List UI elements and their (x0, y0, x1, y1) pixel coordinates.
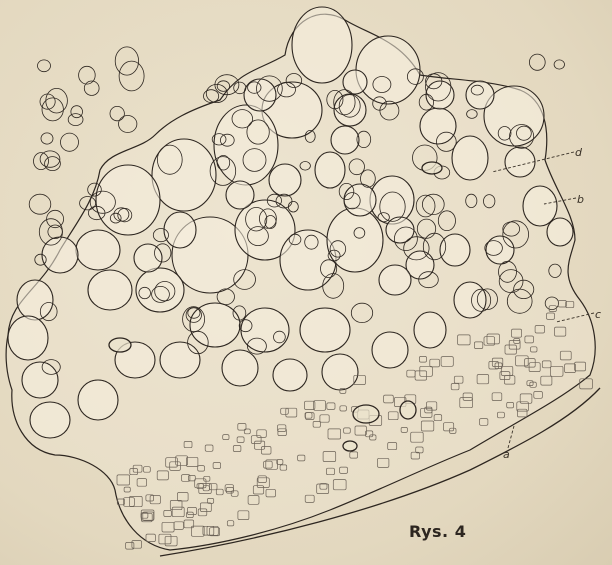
parenchyma-cell (78, 380, 118, 420)
cell-tissue (6, 7, 600, 556)
parenchyma-cell (370, 176, 414, 224)
inclusion-cell (109, 338, 131, 352)
parenchyma-cell (300, 308, 350, 352)
parenchyma-cell (452, 136, 488, 180)
parenchyma-cell (523, 186, 557, 226)
small-cell (61, 133, 79, 151)
figure-caption: Rys. 4 (409, 522, 466, 541)
parenchyma-cell (190, 303, 240, 347)
parenchyma-cell (505, 147, 535, 177)
parenchyma-cell (152, 139, 216, 211)
inclusion-cell (343, 441, 357, 451)
small-cell (119, 116, 137, 133)
parenchyma-cell (160, 342, 200, 378)
parenchyma-cell (88, 270, 132, 310)
parenchyma-cell (164, 212, 196, 248)
parenchyma-cell (42, 237, 78, 273)
small-cell (48, 225, 62, 239)
parenchyma-cell (17, 280, 53, 320)
parenchyma-cell (136, 268, 184, 312)
parenchyma-cell (269, 164, 301, 196)
parenchyma-cell (486, 236, 514, 264)
parenchyma-cell (327, 208, 383, 272)
parenchyma-cell (315, 152, 345, 188)
small-cell (204, 90, 219, 103)
parenchyma-cell (22, 362, 58, 398)
parenchyma-cell (322, 354, 358, 390)
parenchyma-cell (273, 359, 307, 391)
sclerenchyma-cell (132, 541, 142, 549)
parenchyma-cell (76, 230, 120, 270)
parenchyma-cell (440, 234, 470, 266)
label-b: b (577, 193, 584, 206)
small-cell (42, 98, 63, 121)
parenchyma-cell (222, 350, 258, 386)
parenchyma-cell (292, 7, 352, 83)
parenchyma-cell (466, 81, 494, 109)
small-cell (554, 60, 564, 69)
label-d: d (575, 146, 582, 159)
parenchyma-cell (420, 108, 456, 144)
small-cell (84, 81, 99, 95)
inclusion-cell (400, 401, 416, 419)
parenchyma-cell (241, 308, 289, 352)
small-cell (119, 61, 144, 91)
parenchyma-cell (30, 402, 70, 438)
inclusion-cell (422, 162, 442, 174)
parenchyma-cell (454, 282, 486, 318)
label-a: a (503, 448, 510, 461)
small-cell (41, 133, 53, 144)
small-cell (115, 47, 138, 75)
parenchyma-cell (96, 165, 160, 235)
small-cell (40, 151, 60, 167)
parenchyma-cell (414, 312, 446, 348)
parenchyma-cell (547, 218, 573, 246)
small-cell (38, 60, 51, 72)
inclusion-cell (353, 405, 379, 423)
label-c: c (595, 308, 601, 321)
parenchyma-cell (8, 316, 48, 360)
parenchyma-cell (372, 332, 408, 368)
small-cell (71, 106, 83, 118)
parenchyma-cell (379, 265, 411, 295)
small-cell (110, 106, 124, 120)
parenchyma-cell (226, 181, 254, 209)
parenchyma-cell (334, 94, 366, 126)
parenchyma-cell (134, 244, 162, 272)
parenchyma-cell (331, 126, 359, 154)
leader-line-a (508, 426, 514, 448)
small-cell (529, 54, 545, 70)
parenchyma-cell (343, 70, 367, 94)
small-cell (29, 194, 51, 214)
